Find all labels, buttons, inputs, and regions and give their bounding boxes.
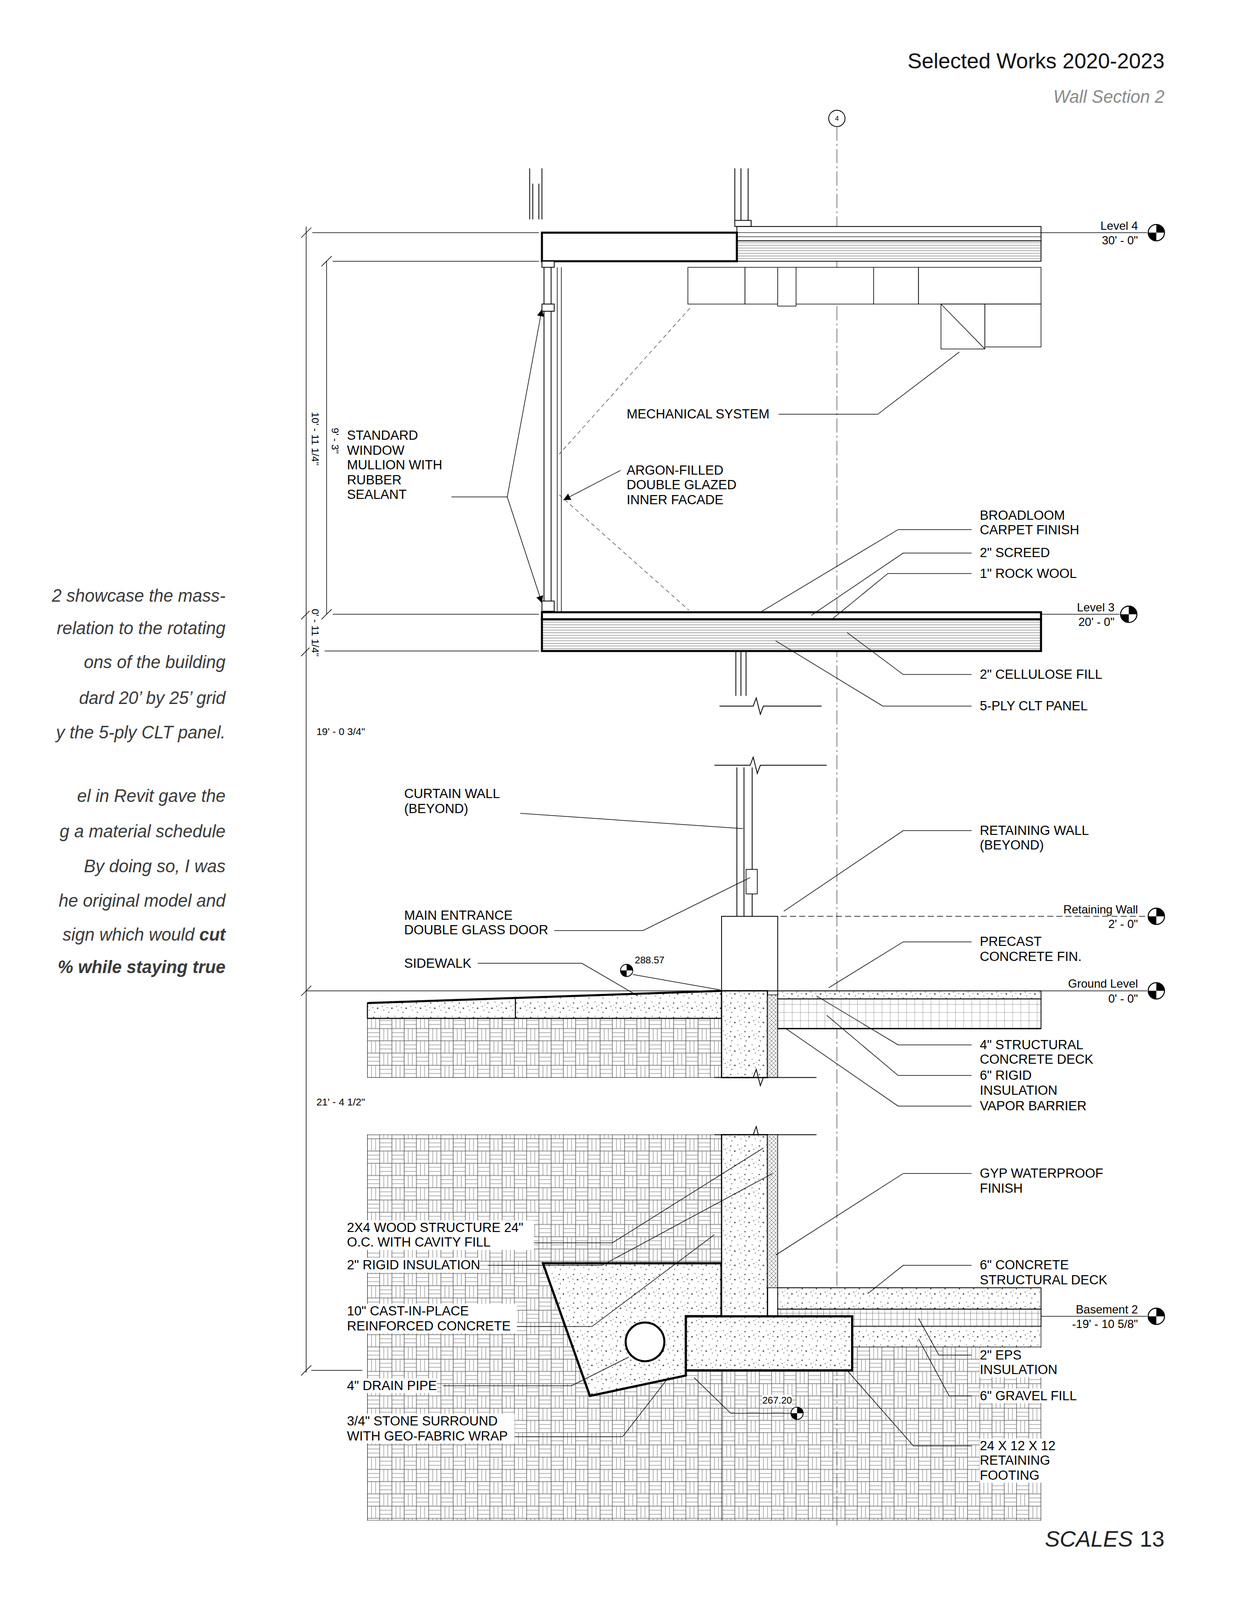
callout-label: RETAINING WALL (BEYOND) xyxy=(979,823,1101,853)
body-text: y the 5-ply CLT panel. xyxy=(56,723,226,743)
callout-label: VAPOR BARRIER xyxy=(979,1098,1087,1114)
dimension-lines xyxy=(301,226,539,1376)
body-text: g a material schedule xyxy=(59,821,226,842)
callout-label: ARGON-FILLED DOUBLE GLAZED INNER FACADE xyxy=(626,463,743,508)
body-text: 2 showcase the mass- xyxy=(51,586,226,606)
callout-label: 6" GRAVEL FILL xyxy=(979,1388,1077,1404)
mechanical-ducts xyxy=(688,267,1042,349)
level-elevation: 20' - 0" xyxy=(1078,615,1115,628)
callout-label: GYP WATERPROOF FINISH xyxy=(979,1166,1111,1196)
callout-label: 24 X 12 X 12 RETAINING FOOTING xyxy=(979,1438,1077,1484)
body-text: By doing so, I was xyxy=(83,856,226,877)
sheet-subtitle: Wall Section 2 xyxy=(1053,86,1165,108)
callout-label: 10" CAST-IN-PLACE REINFORCED CONCRETE xyxy=(347,1303,517,1334)
callout-label: 2" CELLULOSE FILL xyxy=(979,667,1103,683)
upper-framing xyxy=(529,168,752,227)
sheet-title: Selected Works 2020-2023 xyxy=(907,48,1165,74)
body-text: sign which would xyxy=(62,925,195,945)
level-elevation: 0' - 0" xyxy=(1108,992,1139,1005)
body-text: relation to the rotating xyxy=(56,618,226,639)
callout-label: 5-PLY CLT PANEL xyxy=(979,698,1088,714)
callout-label: 2" RIGID INSULATION xyxy=(347,1257,481,1273)
level-3-slab xyxy=(542,612,1042,652)
body-text: ons of the building xyxy=(83,652,226,673)
callout-label: 3/4" STONE SURROUND WITH GEO-FABRIC WRAP xyxy=(347,1414,515,1444)
callout-label: 2X4 WOOD STRUCTURE 24" O.C. WITH CAVITY … xyxy=(347,1220,534,1251)
level-name: Ground Level xyxy=(1068,977,1139,990)
level-elevation: -19' - 10 5/8" xyxy=(1072,1318,1139,1331)
body-text: dard 20’ by 25’ grid xyxy=(79,688,226,708)
dimension: 9' - 3" xyxy=(328,427,341,454)
grid-number: 4 xyxy=(835,114,839,123)
dimension: 19' - 0 3/4" xyxy=(316,725,365,738)
level-markers xyxy=(620,224,1165,1420)
leader-lines xyxy=(412,309,972,1447)
spot-elevation: 288.57 xyxy=(634,954,665,966)
callout-label: 6" RIGID INSULATION xyxy=(979,1068,1077,1098)
dimension: 10' - 11 1/4" xyxy=(309,412,322,466)
body-text: he original model and xyxy=(58,891,226,911)
column-and-breaks xyxy=(714,651,827,774)
callout-label: MECHANICAL SYSTEM xyxy=(626,406,770,422)
callout-label: 1" ROCK WOOL xyxy=(979,566,1077,582)
callout-label: 2" EPS INSULATION xyxy=(979,1348,1077,1378)
callout-label: 2" SCREED xyxy=(979,545,1050,561)
callout-label: PRECAST CONCRETE FIN. xyxy=(979,934,1096,965)
level-name: Level 4 xyxy=(1100,219,1138,232)
sheet-name: SCALES xyxy=(1045,1526,1134,1553)
page-number: 13 xyxy=(1139,1526,1165,1553)
level-elevation: 30' - 0" xyxy=(1101,234,1138,247)
body-text: el in Revit gave the xyxy=(77,786,226,806)
level-name: Basement 2 xyxy=(1076,1303,1139,1316)
callout-label: MAIN ENTRANCE DOUBLE GLASS DOOR xyxy=(403,908,555,938)
callout-label: SIDEWALK xyxy=(403,956,472,972)
body-text: % while staying true xyxy=(57,957,226,978)
callout-label: 4" DRAIN PIPE xyxy=(347,1378,437,1394)
body-text: cut xyxy=(199,925,226,945)
callout-label: CURTAIN WALL (BEYOND) xyxy=(403,786,521,817)
callout-label: BROADLOOM CARPET FINISH xyxy=(979,508,1096,538)
dimension: 0' - 11 1/4" xyxy=(309,609,322,658)
level-name: Level 3 xyxy=(1077,601,1115,614)
dimension: 21' - 4 1/2" xyxy=(316,1096,365,1109)
callout-label: 6" CONCRETE STRUCTURAL DECK xyxy=(979,1257,1113,1288)
spot-elevation: 267.20 xyxy=(762,1395,792,1406)
callout-label: 4" STRUCTURAL CONCRETE DECK xyxy=(979,1037,1101,1068)
ground-construction xyxy=(367,991,1042,1144)
callout-label: STANDARD WINDOW MULLION WITH RUBBER SEAL… xyxy=(347,428,452,503)
curtain-wall xyxy=(721,767,1148,992)
level-name: Retaining Wall xyxy=(1063,903,1139,916)
level-4-slab xyxy=(542,226,1042,262)
level-elevation: 2' - 0" xyxy=(1108,917,1139,931)
level-lines xyxy=(305,232,1147,1317)
basement-construction xyxy=(543,1134,1042,1397)
window-facade xyxy=(542,261,691,613)
